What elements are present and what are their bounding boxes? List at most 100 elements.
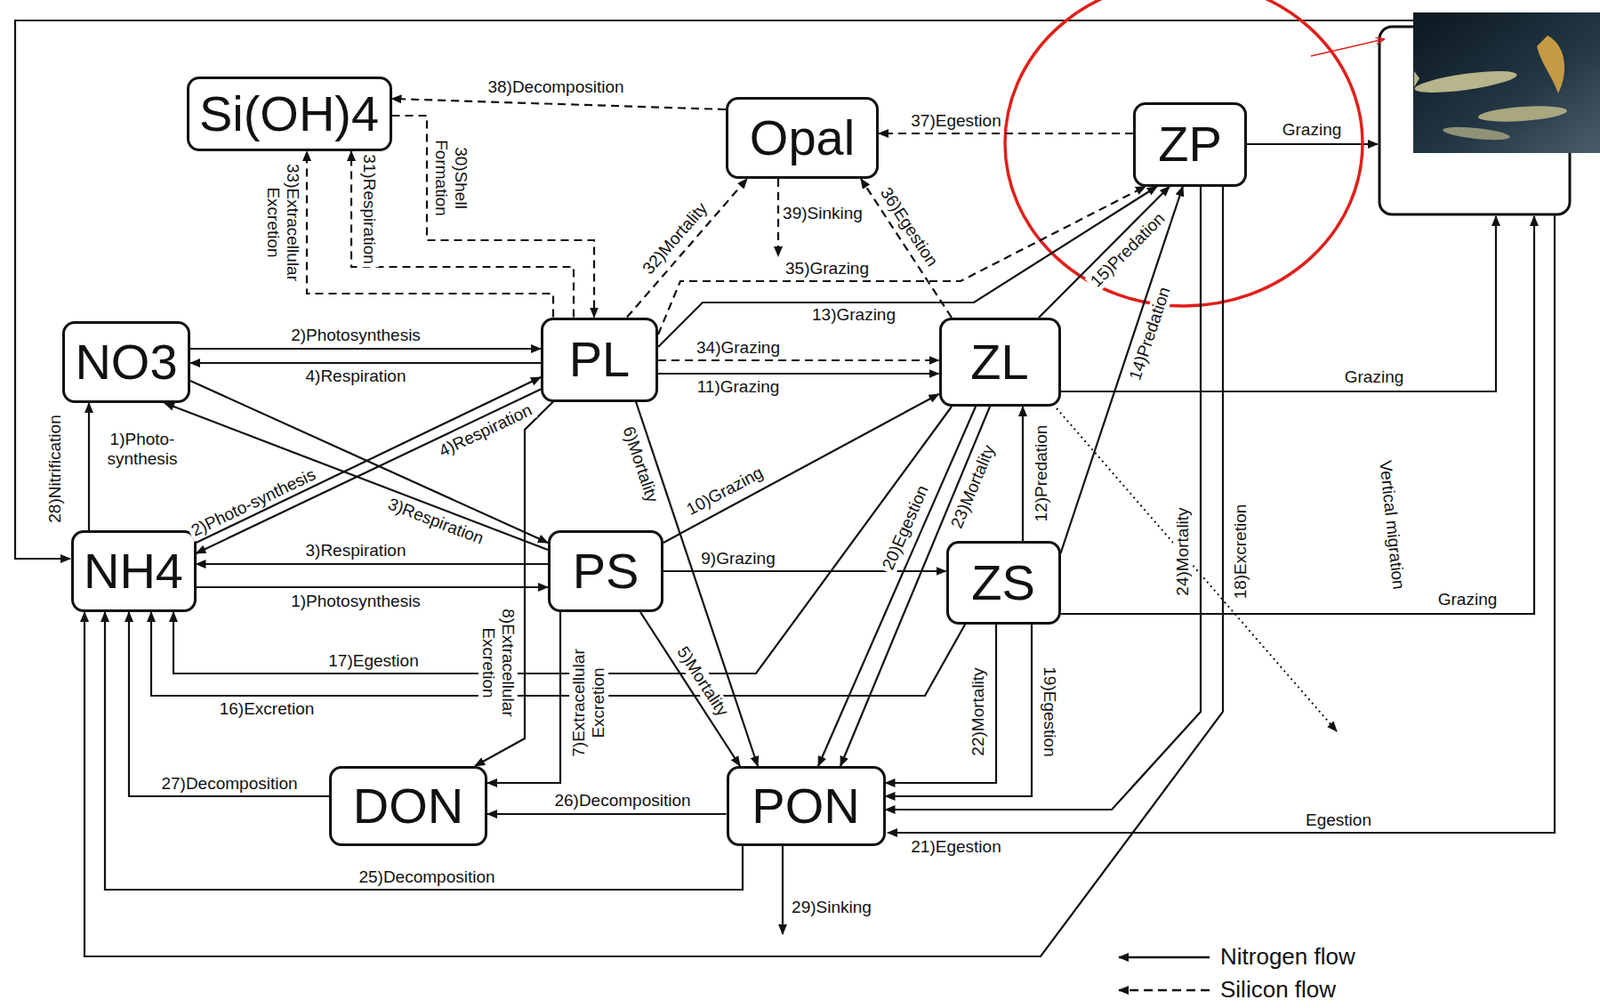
egestion-wire xyxy=(887,214,1555,833)
flow-label: 13)Grazing xyxy=(809,305,899,325)
flow-label: 37)Egestion xyxy=(908,111,1004,131)
flow-label: 17)Egestion xyxy=(325,651,421,671)
flow-label: 33)Extracellular Excretion xyxy=(263,152,303,292)
flow-label: Grazing xyxy=(1435,589,1501,610)
nitrogen-flow-arrow xyxy=(196,562,549,565)
flow-label: 29)Sinking xyxy=(788,897,875,917)
process-box: PL xyxy=(540,317,659,403)
nitrogen-flow-arrow xyxy=(640,611,740,766)
grazing-wire xyxy=(1061,216,1535,614)
highlight-ellipse xyxy=(1005,0,1363,306)
flow-label: 19)Egestion xyxy=(1039,663,1060,759)
node-label: ZS xyxy=(971,554,1036,611)
flow-label: 9)Grazing xyxy=(698,548,778,569)
silicon-flow-arrow xyxy=(627,178,748,318)
flow-label: 34)Grazing xyxy=(693,337,783,358)
flow-label: 18)Excretion xyxy=(1230,501,1251,603)
flow-label: Grazing xyxy=(1279,120,1345,140)
node-label: PL xyxy=(569,331,631,387)
silicon-flow-arrow xyxy=(392,98,727,110)
flow-label: 32)Mortality xyxy=(636,196,714,281)
sinking-wire xyxy=(781,845,784,934)
flow-label: 15)Predation xyxy=(1085,207,1172,294)
process-box: ZP xyxy=(1133,102,1247,187)
node-label: NH4 xyxy=(83,543,184,599)
fish-shape xyxy=(1442,124,1512,143)
flow-label: 27)Decomposition xyxy=(158,773,300,794)
process-box: PON xyxy=(726,765,886,846)
process-box: ZS xyxy=(946,540,1062,625)
silicon-flow-arrow xyxy=(878,132,1134,135)
nitrogen-flow-arrow xyxy=(190,380,548,543)
process-box: PS xyxy=(547,530,664,612)
flow-label: 30)Shell Formation xyxy=(431,126,471,230)
legend-text: Silicon flow xyxy=(1220,976,1336,1004)
migration-wire xyxy=(1056,408,1337,732)
node-label: PON xyxy=(751,778,860,834)
fish-photo xyxy=(1413,12,1600,153)
process-box: NH4 xyxy=(71,530,197,612)
fish-tail xyxy=(1414,71,1420,88)
flow-label: Vertical migration xyxy=(1374,456,1409,593)
legend-text: Nitrogen flow xyxy=(1220,943,1356,971)
red-pointer xyxy=(1310,39,1384,57)
nitrogen-flow-arrow xyxy=(196,389,542,555)
flow-label: 21)Egestion xyxy=(908,836,1004,857)
silicon-flow-arrow xyxy=(306,151,554,318)
flow-label: 1)Photo- synthesis xyxy=(97,429,188,469)
nitrogen-flow-arrow xyxy=(1021,406,1024,541)
flow-label: 16)Excretion xyxy=(217,699,318,719)
fish-shape xyxy=(1478,104,1568,125)
flow-label: 39)Sinking xyxy=(779,203,866,224)
legend-line-sample xyxy=(1118,988,1210,992)
flow-label: 25)Decomposition xyxy=(355,867,498,887)
nitrogen-flow-arrow xyxy=(487,812,727,815)
sinking-wire xyxy=(777,178,780,257)
silicon-flow-arrow xyxy=(860,178,952,318)
nitrogen-flow-arrow xyxy=(196,586,549,588)
flow-label: 31)Respiration xyxy=(359,151,379,267)
nitrogen-flow-arrow xyxy=(84,186,1223,957)
flow-label: 7)Extracellular Excretion xyxy=(569,633,609,772)
nitrogen-flow-arrow xyxy=(1061,186,1184,555)
flow-label: Grazing xyxy=(1342,367,1408,387)
node-label: NO3 xyxy=(74,334,177,390)
flow-label: 12)Predation xyxy=(1031,422,1052,525)
fish-shape xyxy=(1413,66,1518,97)
nitrogen-flow-arrow xyxy=(88,402,90,531)
flow-label: 2)Photosynthesis xyxy=(288,325,424,346)
grazing-wire xyxy=(1246,143,1378,145)
nitrogen-flow-arrow xyxy=(885,624,1033,796)
silicon-flow-arrow xyxy=(392,115,595,318)
node-label: Si(OH)4 xyxy=(199,86,379,142)
process-box: Opal xyxy=(725,96,879,179)
nitrogen-flow-arrow xyxy=(104,611,743,890)
nitrogen-flow-arrow xyxy=(196,377,542,543)
flow-label: 28)Nitrification xyxy=(45,411,65,525)
process-box: DON xyxy=(329,765,488,846)
flow-label: 36)Egestion xyxy=(874,181,943,273)
excretion-wire xyxy=(15,20,1414,559)
flow-label: 11)Grazing xyxy=(694,377,783,397)
nitrogen-flow-arrow xyxy=(658,372,940,375)
process-box: Si(OH)4 xyxy=(186,76,393,152)
flow-label: 24)Mortality xyxy=(1173,504,1193,598)
nitrogen-flow-arrow xyxy=(1038,186,1170,319)
nitrogen-flow-arrow xyxy=(885,186,1202,811)
node-label: Opal xyxy=(749,110,855,166)
flow-label: 4)Respiration xyxy=(434,399,539,463)
node-label: ZP xyxy=(1157,116,1223,172)
process-box: NO3 xyxy=(62,321,191,403)
nitrogen-flow-arrow xyxy=(151,611,965,696)
legend-line-sample xyxy=(1118,956,1210,959)
jelly-shape xyxy=(1536,35,1565,94)
node-label: DON xyxy=(353,778,464,834)
nitrogen-flow-arrow xyxy=(474,402,554,767)
nitrogen-flow-arrow xyxy=(190,361,541,364)
silicon-flow-arrow xyxy=(658,359,940,362)
nitrogen-flow-arrow xyxy=(128,611,330,796)
flow-label: 38)Decomposition xyxy=(484,77,627,97)
flow-label: 35)Grazing xyxy=(782,258,872,279)
nitrogen-flow-arrow xyxy=(173,406,952,674)
flow-label: 10)Grazing xyxy=(681,461,770,521)
